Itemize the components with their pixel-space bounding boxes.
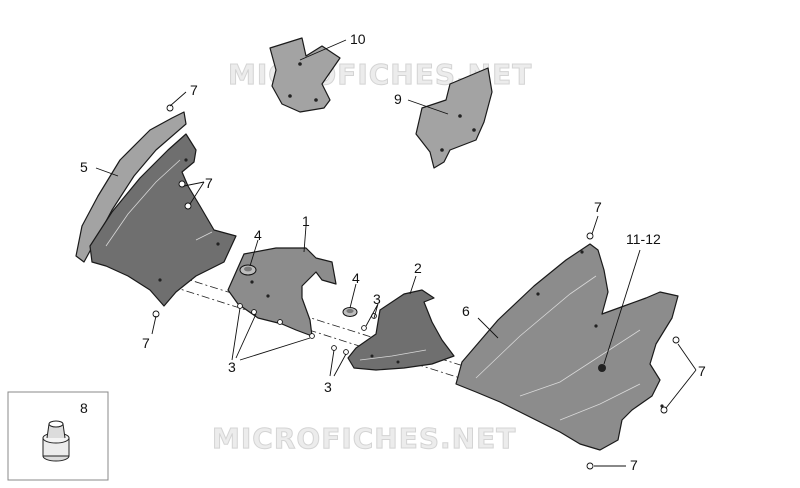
callout-8: 8 <box>80 400 88 416</box>
callout-7-right-top: 7 <box>594 199 602 215</box>
callout-3-upper: 3 <box>373 291 381 307</box>
callout-4-right: 4 <box>352 270 360 286</box>
callout-3-right: 3 <box>324 379 332 395</box>
part-4-grommet-right[interactable] <box>342 307 358 317</box>
part-2-nose-piece[interactable] <box>347 289 455 371</box>
leader-lines <box>95 39 697 467</box>
part-8-inset <box>7 391 109 481</box>
callout-1: 1 <box>302 213 310 229</box>
callout-7-left: 7 <box>205 175 213 191</box>
callout-11-12: 11-12 <box>626 231 661 247</box>
callout-5: 5 <box>80 159 88 175</box>
callout-6: 6 <box>462 303 470 319</box>
part-5-side-fairing[interactable] <box>75 111 237 307</box>
part-9-plate[interactable] <box>415 67 493 169</box>
part-6-side-fairing[interactable] <box>455 243 679 451</box>
part-8-bumper[interactable] <box>42 420 70 462</box>
part-4-grommet-left[interactable] <box>239 264 257 276</box>
callout-9: 9 <box>394 91 402 107</box>
callout-4-left: 4 <box>254 227 262 243</box>
watermark-bottom: MICROFICHES.NET <box>212 422 516 455</box>
part-10-plate[interactable] <box>269 37 341 113</box>
callout-7-bottom: 7 <box>630 457 638 473</box>
callout-3-left: 3 <box>228 359 236 375</box>
callout-2: 2 <box>414 260 422 276</box>
callout-7-top: 7 <box>190 82 198 98</box>
callout-10: 10 <box>350 31 366 47</box>
screw-markers <box>152 104 680 470</box>
callout-7-right: 7 <box>698 363 706 379</box>
callout-7-bottom-left: 7 <box>142 335 150 351</box>
